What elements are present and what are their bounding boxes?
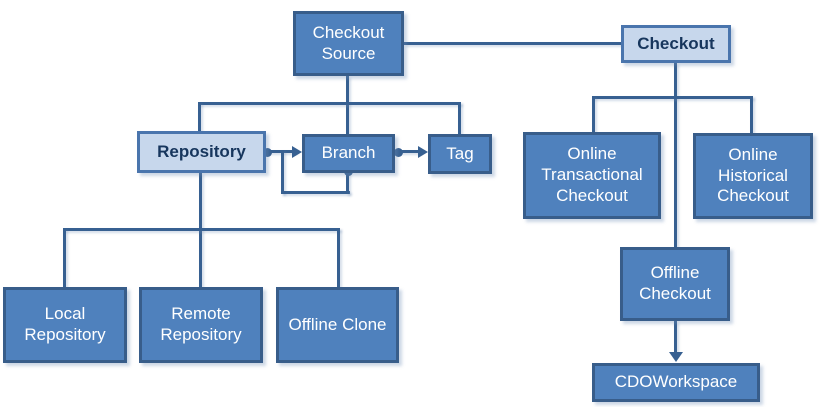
node-online-historical-checkout-label: Online Historical Checkout xyxy=(717,144,789,206)
connector-branch-selfloop-bottom xyxy=(281,191,350,194)
node-checkout-source-label: Checkout Source xyxy=(312,22,385,63)
node-remote-repository-label: Remote Repository xyxy=(160,304,242,344)
node-tag: Tag xyxy=(428,134,492,174)
node-online-transactional-checkout-label: Online Transactional Checkout xyxy=(541,144,643,205)
node-checkout-source: Checkout Source xyxy=(293,11,404,76)
connector-bottom-tree-horizontal xyxy=(63,228,340,231)
connector-checkoutsource-branch-vertical xyxy=(346,76,349,135)
connector-right-tree-horizontal xyxy=(592,96,753,99)
node-repository-label: Repository xyxy=(157,141,246,161)
aggregation-dot-repository-icon xyxy=(263,148,272,157)
node-checkout-label: Checkout xyxy=(637,33,715,53)
node-remote-repository: Remote Repository xyxy=(139,287,263,363)
connector-branch-tag xyxy=(398,150,420,153)
connector-offline-clone-drop xyxy=(337,228,340,287)
connector-local-repository-drop xyxy=(63,228,66,287)
node-cdo-workspace: CDOWorkspace xyxy=(592,363,760,402)
arrowhead-into-cdoworkspace-icon xyxy=(669,352,683,362)
node-tag-label: Tag xyxy=(446,143,474,163)
connector-online-historical-drop xyxy=(750,96,753,133)
node-local-repository-label: Local Repository xyxy=(24,304,106,344)
connector-offlinecheckout-cdoworkspace xyxy=(674,321,677,354)
node-branch: Branch xyxy=(302,134,395,173)
connector-left-tree-horizontal xyxy=(198,102,461,105)
connector-tag-drop xyxy=(458,102,461,134)
connector-branch-selfloop-up xyxy=(346,171,349,194)
arrowhead-into-branch-icon xyxy=(292,146,302,158)
aggregation-dot-branch-right-icon xyxy=(394,148,403,157)
node-online-historical-checkout: Online Historical Checkout xyxy=(693,133,813,219)
node-offline-checkout-label: Offline Checkout xyxy=(639,263,711,303)
node-online-transactional-checkout: Online Transactional Checkout xyxy=(523,132,661,219)
node-offline-clone: Offline Clone xyxy=(276,287,399,363)
node-branch-label: Branch xyxy=(321,143,376,163)
connector-branch-selfloop-left xyxy=(281,150,284,194)
arrowhead-into-tag-icon xyxy=(418,146,428,158)
node-offline-checkout: Offline Checkout xyxy=(620,247,730,321)
node-repository: Repository xyxy=(137,131,266,173)
node-offline-clone-label: Offline Clone xyxy=(288,314,387,334)
node-cdo-workspace-label: CDOWorkspace xyxy=(614,372,738,392)
connector-repository-drop xyxy=(198,102,201,131)
node-checkout: Checkout xyxy=(621,25,731,63)
connector-checkoutsource-checkout xyxy=(404,42,621,45)
connector-online-transactional-drop xyxy=(592,96,595,132)
connector-checkout-offline-vertical xyxy=(674,63,677,247)
node-local-repository: Local Repository xyxy=(3,287,127,363)
